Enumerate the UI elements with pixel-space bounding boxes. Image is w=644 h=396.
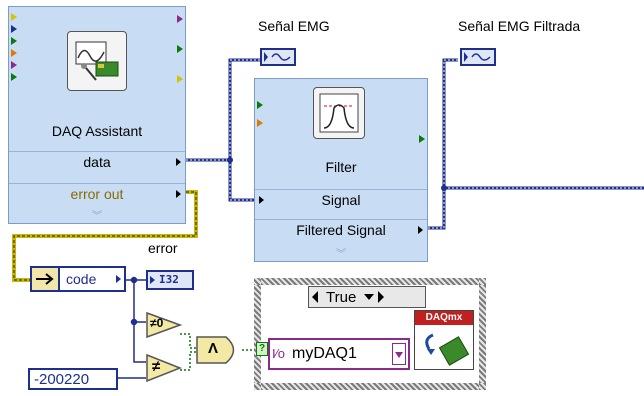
daq-terminal-error-label: error out xyxy=(70,186,124,202)
dropdown-button[interactable] xyxy=(392,343,406,365)
clear-task-icon xyxy=(425,333,470,366)
chevron-down-icon xyxy=(395,352,403,358)
dynamic-wire-daq-to-filter xyxy=(186,58,260,202)
emg-filtered-indicator-label: Señal EMG Filtrada xyxy=(458,18,581,34)
cluster-arrow-icon xyxy=(32,268,60,290)
emg-filtered-waveform-indicator[interactable] xyxy=(460,48,496,66)
daq-assistant-icon xyxy=(67,31,127,91)
daq-terminal-data-label: data xyxy=(83,154,111,170)
not-equal-zero-label: ≠0 xyxy=(150,316,164,330)
dropdown-arrow-icon[interactable] xyxy=(364,294,375,300)
filter-terminal-signal[interactable]: Signal xyxy=(255,189,427,209)
unbundle-by-name[interactable]: code xyxy=(30,266,126,292)
not-equal-zero-node[interactable]: ≠0 xyxy=(146,311,183,339)
filter-vi[interactable]: Filter Signal Filtered Signal ︾ xyxy=(254,78,428,262)
daq-output-pins xyxy=(177,15,183,85)
output-arrow-icon xyxy=(418,226,423,234)
expand-chevron-icon[interactable]: ︾ xyxy=(92,211,102,222)
daq-input-pins xyxy=(11,13,17,111)
case-selector[interactable]: True xyxy=(308,286,426,308)
daq-terminal-data[interactable]: data xyxy=(9,151,185,171)
case-selector-terminal[interactable]: ? xyxy=(256,342,268,356)
task-name-constant[interactable]: I⁄o myDAQ1 xyxy=(268,338,410,370)
expand-chevron-icon[interactable]: ︾ xyxy=(336,249,346,260)
and-label: Λ xyxy=(208,340,219,357)
filter-output-pins xyxy=(419,135,425,145)
output-arrow-icon xyxy=(176,190,181,198)
daqmx-header: DAQmx xyxy=(415,311,473,325)
input-arrow-icon xyxy=(259,196,264,204)
filter-label: Filter xyxy=(325,159,357,175)
numeric-constant-value[interactable]: -200220 xyxy=(34,371,90,388)
indicator-arrow-icon xyxy=(150,276,155,284)
emg-indicator-label: Señal EMG xyxy=(258,18,330,34)
daq-terminal-error-out[interactable]: error out xyxy=(9,183,185,203)
dynamic-wire-filter-out xyxy=(227,58,644,230)
filter-terminal-signal-label: Signal xyxy=(321,192,361,208)
i32-type-label: I32 xyxy=(159,273,179,286)
daqmx-clear-task-node[interactable]: DAQmx xyxy=(414,310,474,370)
emg-waveform-indicator[interactable] xyxy=(260,48,296,66)
output-arrow-icon xyxy=(176,158,181,166)
waveform-icon xyxy=(264,52,291,62)
decrement-arrow-icon[interactable] xyxy=(312,291,318,303)
task-name-value[interactable]: myDAQ1 xyxy=(292,345,357,362)
waveform-icon xyxy=(464,52,491,62)
and-node[interactable]: Λ xyxy=(196,336,242,364)
error-wire xyxy=(12,190,198,282)
daq-assistant-vi[interactable]: DAQ Assistant data error out ︾ xyxy=(8,6,186,224)
field-arrow-icon xyxy=(116,275,121,283)
filter-input-pins xyxy=(257,101,263,141)
filter-terminal-filtered-signal[interactable]: Filtered Signal xyxy=(255,219,427,239)
numeric-constant[interactable]: -200220 xyxy=(28,368,118,390)
error-indicator-label: error xyxy=(148,240,178,256)
filter-icon xyxy=(313,87,365,139)
error-code-indicator[interactable]: I32 xyxy=(146,270,194,290)
filter-terminal-filtered-label: Filtered Signal xyxy=(296,222,386,238)
case-selector-value: True xyxy=(326,288,357,306)
io-icon: I⁄o xyxy=(272,346,286,361)
int-wire xyxy=(118,276,146,379)
unbundle-field-code[interactable]: code xyxy=(66,271,97,287)
not-equal-label: ≠ xyxy=(152,358,161,375)
increment-arrow-icon[interactable] xyxy=(378,291,385,303)
daq-assistant-label: DAQ Assistant xyxy=(51,123,143,139)
not-equal-node[interactable]: ≠ xyxy=(146,353,183,383)
